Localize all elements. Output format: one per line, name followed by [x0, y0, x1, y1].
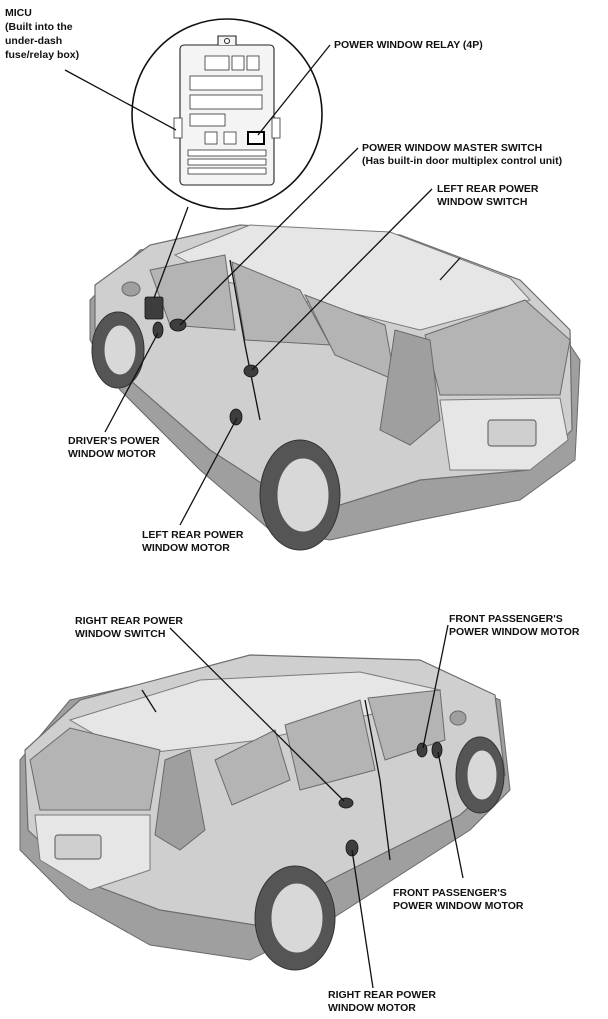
fuse-slot: [204, 55, 230, 71]
fuse-slot: [189, 94, 263, 110]
bottom-front-wheel-rim: [466, 749, 498, 801]
fuse-slot: [189, 113, 226, 127]
bottom-rear-wheel-rim: [270, 882, 324, 954]
label-front-passenger-motor-top: FRONT PASSENGER'S POWER WINDOW MOTOR: [449, 613, 580, 638]
bottom-license-plate: [54, 834, 102, 860]
top-taillight: [379, 329, 441, 446]
fuse-slot: [231, 55, 245, 71]
top-front-wheel-rim: [103, 324, 137, 376]
leader-master-switch: [179, 147, 359, 326]
leader-drivers-motor: [104, 332, 159, 433]
bottom-door-seam: [364, 699, 391, 861]
fuse-row: [187, 158, 267, 166]
top-left-rear-motor-marker: [229, 408, 243, 426]
label-left-rear-switch: LEFT REAR POWER WINDOW SWITCH: [437, 183, 541, 208]
label-right-rear-motor: RIGHT REAR POWER WINDOW MOTOR: [328, 989, 439, 1014]
top-rear-window: [424, 299, 571, 396]
bottom-front-passenger-motor-marker: [416, 742, 428, 758]
fuse-slot: [189, 75, 263, 91]
bottom-taillight: [154, 749, 206, 851]
label-left-rear-motor: LEFT REAR POWER WINDOW MOTOR: [142, 529, 246, 554]
bottom-front-door-window: [367, 689, 446, 761]
leader-right-rear-switch: [169, 627, 345, 802]
bottom-front-passenger-switch-marker: [431, 741, 443, 759]
fuse-box-side-clip: [173, 117, 183, 139]
label-front-passenger-motor-bottom: FRONT PASSENGER'S POWER WINDOW MOTOR: [393, 887, 524, 912]
top-roof-antenna: [439, 257, 461, 281]
bottom-vehicle: [19, 654, 511, 971]
bottom-right-rear-switch-marker: [338, 797, 354, 809]
leader-micu-to-car: [153, 206, 189, 299]
top-door-seam: [229, 259, 261, 421]
fuse-slot: [223, 131, 237, 145]
label-master-switch: POWER WINDOW MASTER SWITCH (Has built-in…: [362, 142, 562, 167]
micu-zoom-inset: [131, 18, 323, 210]
label-drivers-motor: DRIVER'S POWER WINDOW MOTOR: [68, 435, 163, 460]
top-micu-location-marker: [144, 296, 164, 320]
fuse-slot: [204, 131, 218, 145]
leader-right-rear-motor: [351, 849, 374, 989]
bottom-rear-window: [29, 727, 161, 811]
fuse-row: [187, 149, 267, 157]
top-drivers-motor-marker: [152, 321, 164, 339]
leader-lines: [64, 44, 464, 989]
fuse-box-mount-hole: [224, 38, 230, 44]
label-micu: MICU (Built into the under-dash fuse/rel…: [5, 7, 79, 61]
label-power-window-relay: POWER WINDOW RELAY (4P): [334, 39, 483, 51]
top-rear-wheel-rim: [276, 457, 330, 533]
leader-front-passenger-motor-bottom: [437, 751, 464, 879]
bottom-right-rear-motor-marker: [345, 839, 359, 857]
top-side-mirror: [121, 281, 141, 297]
power-window-relay-highlight: [247, 131, 265, 145]
top-master-switch-marker: [169, 318, 187, 332]
top-license-plate: [487, 419, 537, 447]
leader-left-rear-switch: [251, 188, 433, 371]
fuse-slot: [246, 55, 260, 71]
fuse-row: [187, 167, 267, 175]
leader-front-passenger-motor-top: [422, 624, 449, 749]
fuse-box-side-clip: [271, 117, 281, 139]
leader-left-rear-motor: [179, 417, 238, 526]
leader-power-window-relay: [257, 44, 331, 136]
leader-micu: [64, 69, 177, 131]
bottom-roof-antenna: [141, 689, 157, 713]
bottom-quarter-window: [214, 729, 291, 806]
bottom-side-mirror: [449, 710, 467, 726]
label-right-rear-switch: RIGHT REAR POWER WINDOW SWITCH: [75, 615, 186, 640]
callout-labels: MICU (Built into the under-dash fuse/rel…: [5, 7, 580, 1014]
bottom-rear-door-window: [284, 699, 376, 791]
